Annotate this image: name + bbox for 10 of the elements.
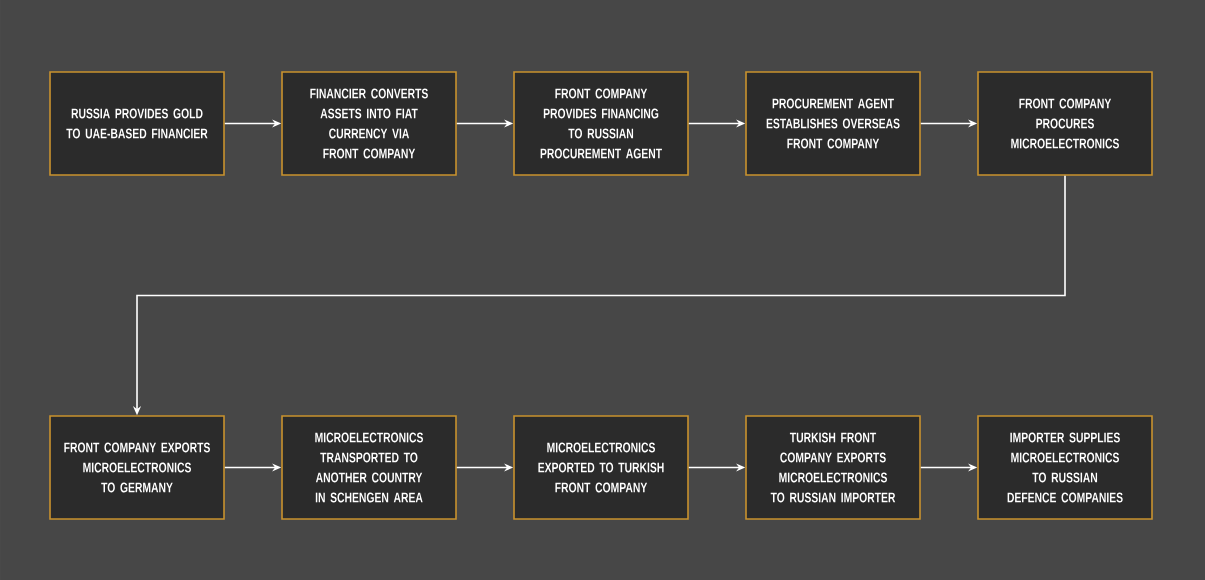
process-box: FRONT COMPANY PROVIDES FINANCING TO RUSSIAN PROCUREMENT AGENT	[513, 71, 689, 176]
process-box: IMPORTER SUPPLIES MICROELECTRONICS TO RUSSIAN DEFENCE COMPANIES	[977, 415, 1153, 520]
process-box: MICROELECTRONICS EXPORTED TO TURKISH FRONT COMPANY	[513, 415, 689, 520]
process-box: MICROELECTRONICS TRANSPORTED TO ANOTHER COUNTRY IN SCHENGEN AREA	[281, 415, 457, 520]
process-box: FRONT COMPANY PROCURES MICROELECTRONICS	[977, 71, 1153, 176]
process-box: PROCUREMENT AGENT ESTABLISHES OVERSEAS FRONT COMPANY	[745, 71, 921, 176]
process-box: TURKISH FRONT COMPANY EXPORTS MICROELECTRONICS TO RUSSIAN IMPORTER	[745, 415, 921, 520]
process-box: FRONT COMPANY EXPORTS MICROELECTRONICS TO GERMANY	[49, 415, 225, 520]
process-box: FINANCIER CONVERTS ASSETS INTO FIAT CURRENCY VIA FRONT COMPANY	[281, 71, 457, 176]
process-box: RUSSIA PROVIDES GOLD TO UAE-BASED FINANCIER	[49, 71, 225, 176]
